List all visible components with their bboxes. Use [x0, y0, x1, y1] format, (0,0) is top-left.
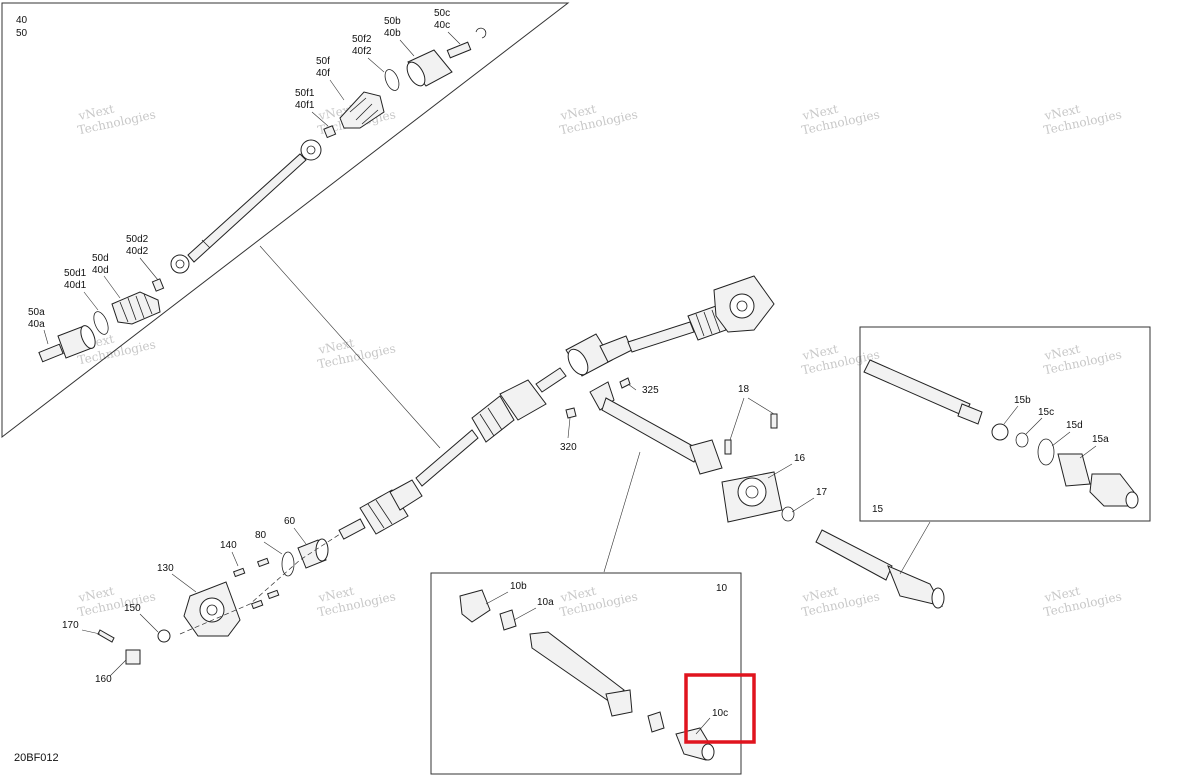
callout-50a: 50a: [28, 307, 45, 318]
callout-130: 130: [157, 563, 174, 574]
callout-40d1: 40d1: [64, 280, 87, 291]
callout-40a: 40a: [28, 319, 45, 330]
main-drive-shaft-drawing: [338, 275, 775, 540]
group-label-40: 40: [16, 15, 28, 26]
callout-80: 80: [255, 530, 267, 541]
callout-40f: 40f: [316, 68, 330, 79]
group-label-15: 15: [872, 504, 884, 515]
callout-140: 140: [220, 540, 237, 551]
callout-50d2: 50d2: [126, 234, 149, 245]
drawing-code: 20BF012: [14, 752, 59, 764]
rear-shaft-inset: 15: [859, 326, 1151, 522]
callout-150: 150: [124, 603, 141, 614]
callout-320: 320: [560, 442, 577, 453]
callout-40d2: 40d2: [126, 246, 149, 257]
callout-40d: 40d: [92, 265, 109, 276]
wheel-hub-drawing: [97, 533, 341, 665]
front-inset-frame: [1, 2, 570, 439]
callout-15c: 15c: [1038, 407, 1054, 418]
callout-50c: 50c: [434, 8, 450, 19]
callout-10a: 10a: [537, 597, 554, 608]
callout-10c: 10c: [712, 708, 728, 719]
callout-50b: 50b: [384, 16, 401, 27]
inset-connector-rear: [899, 521, 931, 575]
callout-60: 60: [284, 516, 296, 527]
callout-50d: 50d: [92, 253, 109, 264]
inset-connector-center: [603, 451, 641, 573]
front-drive-shaft-drawing: [38, 27, 487, 363]
callout-15a: 15a: [1092, 434, 1109, 445]
callout-50f2: 50f2: [352, 34, 372, 45]
center-shaft-inset: 10: [430, 572, 742, 775]
callout-17: 17: [816, 487, 828, 498]
callout-50d1: 50d1: [64, 268, 87, 279]
callout-40b: 40b: [384, 28, 401, 39]
callout-325: 325: [642, 385, 659, 396]
callout-40f2: 40f2: [352, 46, 372, 57]
callout-18: 18: [738, 384, 750, 395]
group-label-50: 50: [16, 28, 28, 39]
callout-50f1: 50f1: [295, 88, 315, 99]
callout-15d: 15d: [1066, 420, 1083, 431]
front-axle-inset: 40 50: [1, 2, 570, 439]
center-shaft-drawing: [565, 377, 945, 609]
callout-40f1: 40f1: [295, 100, 315, 111]
inset-connector-front: [259, 245, 441, 449]
callout-10b: 10b: [510, 581, 527, 592]
rear-inset-frame: [859, 326, 1151, 522]
callout-170: 170: [62, 620, 79, 631]
callout-15b: 15b: [1014, 395, 1031, 406]
callout-40c: 40c: [434, 20, 450, 31]
highlight-box-10c[interactable]: [684, 673, 756, 744]
callout-160: 160: [95, 674, 112, 685]
group-label-10: 10: [716, 583, 728, 594]
callout-50f: 50f: [316, 56, 330, 67]
callout-16: 16: [794, 453, 806, 464]
